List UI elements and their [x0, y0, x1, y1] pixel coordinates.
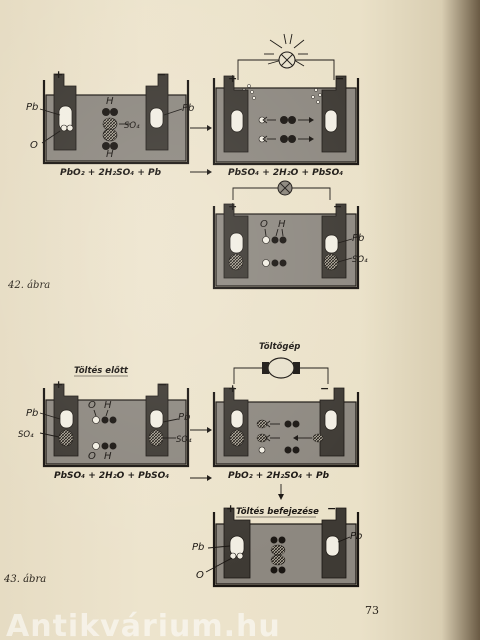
fig42-c1-h-bottom: H	[106, 149, 114, 160]
fig43-bottom-o: O	[196, 570, 204, 581]
fig42-arrows	[190, 125, 212, 175]
fig42-c2-equation: PbSO₄ + 2H₂O + PbSO₄	[228, 168, 343, 178]
fig43-left-pb-right: Pb	[178, 412, 190, 423]
fig42-c3-plus: +	[228, 200, 237, 213]
fig42-c3-o: O	[260, 219, 268, 230]
fig43-right-equation: PbO₂ + 2H₂SO₄ + Pb	[228, 471, 330, 481]
fig43-left-minus: −	[158, 378, 167, 391]
fig43-left-equation: PbSO₄ + 2H₂O + PbSO₄	[54, 471, 169, 481]
fig42-c1-pb-right: Pb	[182, 103, 194, 114]
fig43-left-pb: Pb	[26, 408, 38, 419]
fig42-c3-minus: −	[333, 200, 342, 213]
fig42-c1-plus: +	[54, 68, 63, 81]
fig42-c3-pb: Pb	[352, 233, 364, 244]
fig42-cell-discharged: + − O H Pb SO₄	[212, 180, 368, 290]
fig42-c1-pb-left: Pb	[26, 102, 38, 113]
fig43-left-plus: +	[54, 378, 63, 391]
fig43-bottom-pb-right: Pb	[350, 531, 362, 542]
fig43-cell-charging: Töltőgép + − PbO₂ + 2H₂SO₄ + Pb	[212, 341, 360, 481]
fig42-cell-discharging: + − PbSO₄ + 2H₂O + PbSO₄	[212, 33, 360, 178]
fig42-c1-o: O	[30, 140, 38, 151]
fig43-left-so4: SO₄	[18, 430, 34, 440]
watermark: Antikvárium.hu	[6, 609, 281, 640]
fig42-c1-so4: SO₄	[124, 121, 140, 131]
fig43-cell-charge-complete: Töltés befejezése + − Pb O Pb	[192, 502, 362, 588]
fig43-right-minus: −	[320, 382, 329, 395]
fig43-left-h-top: H	[104, 400, 112, 411]
fig43-left-o-top: O	[88, 400, 96, 411]
fig42-c1-minus: −	[157, 68, 166, 81]
fig43-cell-before-charge: Töltés előtt + − Pb SO₄ O H O H Pb SO₄ P…	[18, 365, 192, 481]
fig43-bottom-pb-left: Pb	[192, 542, 204, 553]
fig42-cell-discharge-before: + − Pb O H SO₄ H Pb PbO₂ + 2H₂SO₄ + Pb	[26, 68, 194, 178]
fig43-bottom-minus: −	[327, 502, 336, 515]
fig42-c1-equation: PbO₂ + 2H₂SO₄ + Pb	[60, 168, 162, 178]
fig43-left-so4-right: SO₄	[176, 435, 192, 445]
fig42-c3-h: H	[278, 219, 286, 230]
fig43-generator-label: Töltőgép	[259, 341, 300, 352]
fig43-bottom-title: Töltés befejezése	[236, 506, 319, 517]
fig43-arrows	[190, 427, 284, 500]
lamp-icon	[264, 33, 308, 69]
fig43-left-h-bottom: H	[104, 451, 112, 462]
fig42-c2-plus: +	[228, 72, 237, 85]
fig42-c2-minus: −	[335, 72, 344, 85]
fig42-c3-so4: SO₄	[352, 255, 368, 265]
fig43-left-o-bottom: O	[88, 451, 96, 462]
fig42-caption: 42. ábra	[7, 280, 50, 291]
fig43-left-title: Töltés előtt	[74, 365, 129, 376]
page-number: 73	[365, 604, 379, 617]
fig42-c1-h-top: H	[106, 96, 114, 107]
generator-icon	[262, 357, 300, 379]
fig43-bottom-plus: +	[226, 502, 235, 515]
fig43-right-plus: +	[228, 382, 237, 395]
fig43-caption: 43. ábra	[3, 574, 46, 585]
